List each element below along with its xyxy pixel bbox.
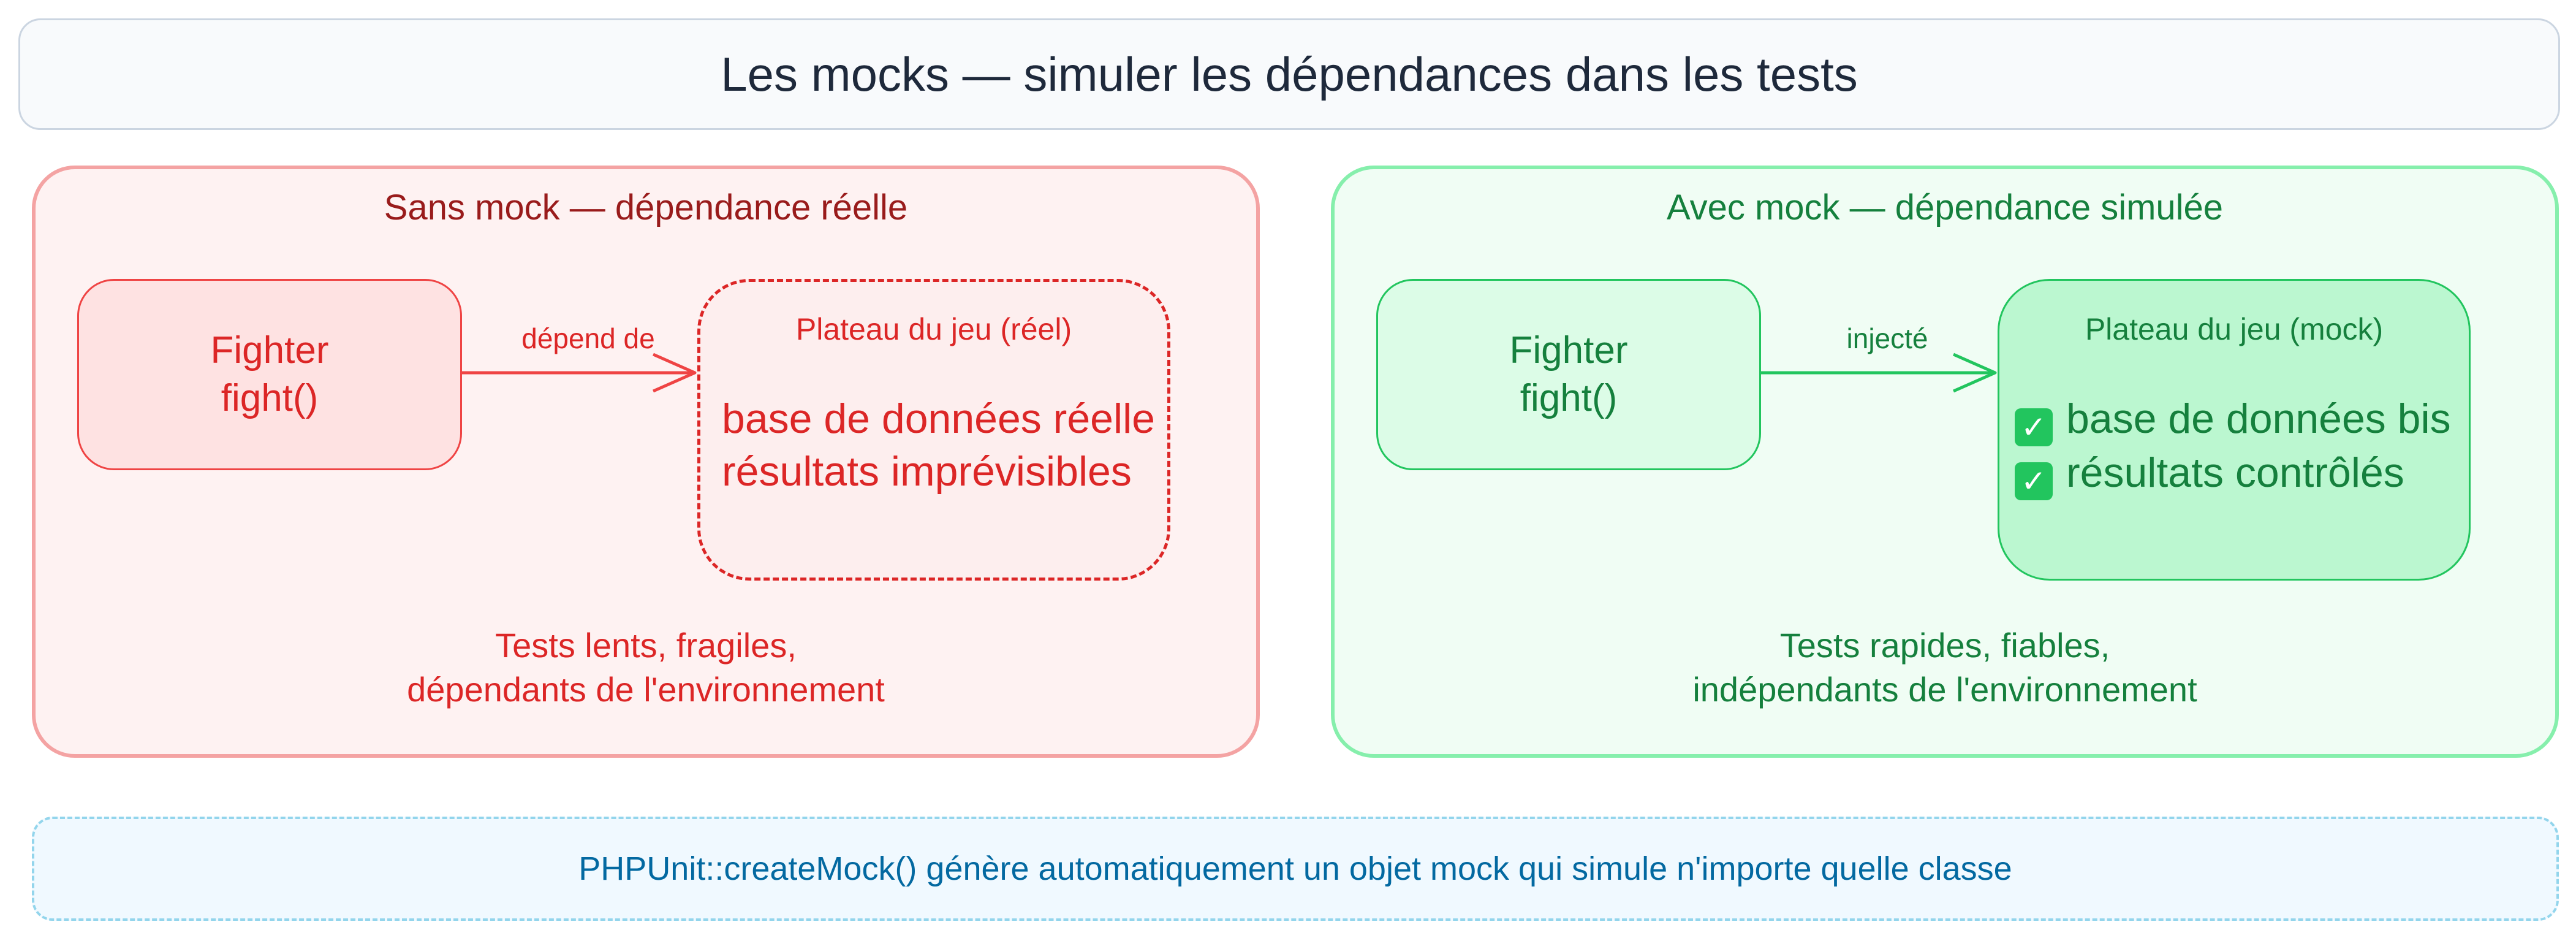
fighter-method-label: fight()	[221, 377, 319, 419]
real-board-node	[697, 279, 1170, 581]
mock-board-details: ✓ base de données bis ✓ résultats contrôlé…	[2015, 392, 2451, 500]
injected-arrow	[1761, 353, 1997, 393]
depends-on-arrow-label: dépend de	[521, 322, 655, 354]
mock-board-line: ✓ base de données bis	[2015, 392, 2451, 446]
real-board-line: résultats imprévisibles	[722, 448, 1132, 495]
fighter-class-label: Fighter	[210, 329, 329, 372]
mock-board-title: Plateau du jeu (mock)	[2085, 312, 2384, 346]
consequence-line: Tests lents, fragiles,	[495, 626, 797, 665]
without-mock-consequence: Tests lents, fragiles, dépendants de l'e…	[32, 623, 1260, 712]
real-board-details: base de données réelle résultats imprévi…	[722, 392, 1155, 498]
diagram-title: Les mocks — simuler les dépendances dans…	[721, 47, 1858, 101]
phpunit-note: PHPUnit::createMock() génère automatique…	[32, 817, 2559, 921]
consequence-line: indépendants de l'environnement	[1692, 670, 2197, 709]
title-bar: Les mocks — simuler les dépendances dans…	[18, 18, 2560, 130]
panel-without-mock-title: Sans mock — dépendance réelle	[384, 188, 908, 227]
mock-board-line-text: base de données bis	[2066, 395, 2451, 442]
check-mark-icon: ✓	[2015, 462, 2053, 500]
real-board-title: Plateau du jeu (réel)	[795, 312, 1072, 346]
real-board-line: base de données réelle	[722, 395, 1155, 442]
panel-with-mock-title: Avec mock — dépendance simulée	[1666, 188, 2224, 227]
with-mock-consequence: Tests rapides, fiables, indépendants de …	[1331, 623, 2559, 712]
check-mark-icon: ✓	[2015, 408, 2053, 446]
fighter-node-real: Fighter fight()	[77, 279, 462, 470]
injected-arrow-label: injecté	[1846, 322, 1928, 354]
fighter-method-label: fight()	[1520, 377, 1618, 419]
phpunit-note-text: PHPUnit::createMock() génère automatique…	[578, 850, 2012, 887]
depends-on-arrow	[462, 353, 697, 393]
consequence-line: dépendants de l'environnement	[407, 670, 885, 709]
consequence-line: Tests rapides, fiables,	[1779, 626, 2110, 665]
fighter-class-label: Fighter	[1509, 329, 1628, 372]
mock-board-line-text: résultats contrôlés	[2066, 449, 2404, 496]
fighter-node-mock: Fighter fight()	[1376, 279, 1761, 470]
mock-board-line: ✓ résultats contrôlés	[2015, 446, 2451, 500]
mock-board-node	[1998, 279, 2471, 581]
